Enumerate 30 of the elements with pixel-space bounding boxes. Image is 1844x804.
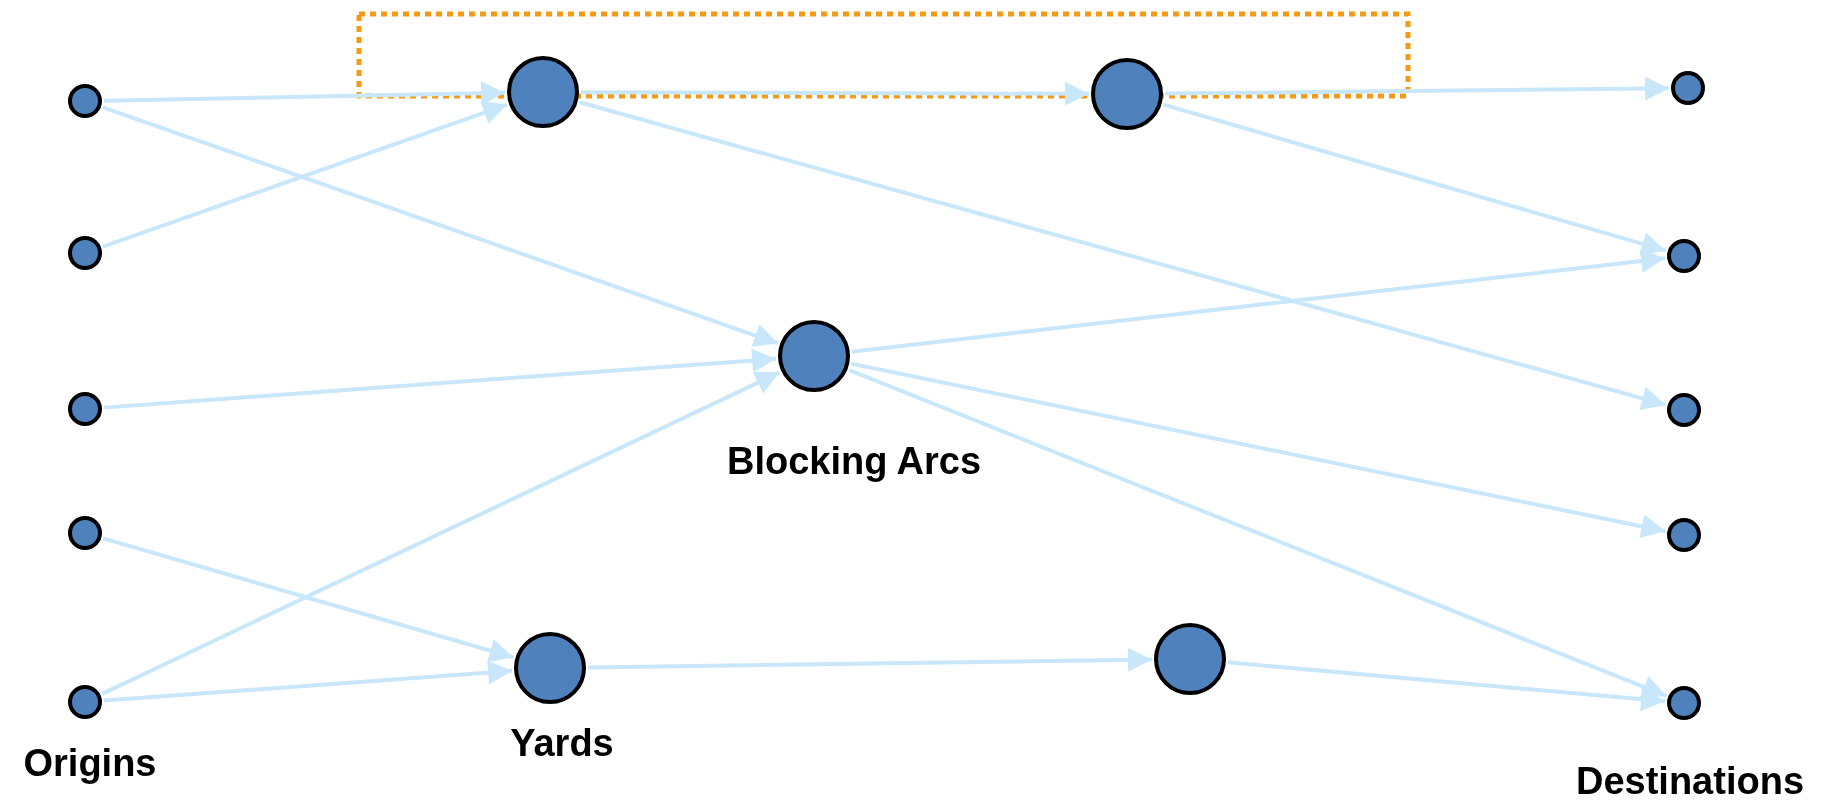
node-circle	[1667, 239, 1701, 273]
arrow	[1227, 660, 1666, 712]
group-label: Blocking Arcs	[726, 440, 982, 483]
node-circle	[68, 685, 102, 719]
arrow	[101, 370, 781, 696]
arrow	[102, 105, 779, 347]
arrow	[850, 361, 1666, 539]
group-label: Destinations	[1576, 760, 1804, 803]
arrow	[848, 368, 1668, 699]
node-circle	[1667, 686, 1701, 720]
node-circle	[68, 392, 102, 426]
arrow	[581, 81, 1089, 106]
arrow	[579, 100, 1667, 410]
arrow	[102, 101, 508, 249]
arrow	[103, 81, 506, 106]
node-circle	[68, 236, 102, 270]
arrow	[103, 660, 513, 703]
group-label: Yards	[510, 722, 614, 765]
arrow	[587, 647, 1153, 672]
node-circle	[1667, 393, 1701, 427]
node-circle	[68, 516, 102, 550]
node-circle	[1667, 518, 1701, 552]
group-label: Origins	[23, 742, 157, 785]
arrow	[102, 536, 515, 663]
node-circle	[68, 84, 102, 118]
node-circle	[1671, 71, 1705, 105]
arrow	[1162, 102, 1667, 256]
arrow	[851, 249, 1666, 354]
arrow	[103, 348, 777, 410]
arrow	[1165, 76, 1670, 101]
